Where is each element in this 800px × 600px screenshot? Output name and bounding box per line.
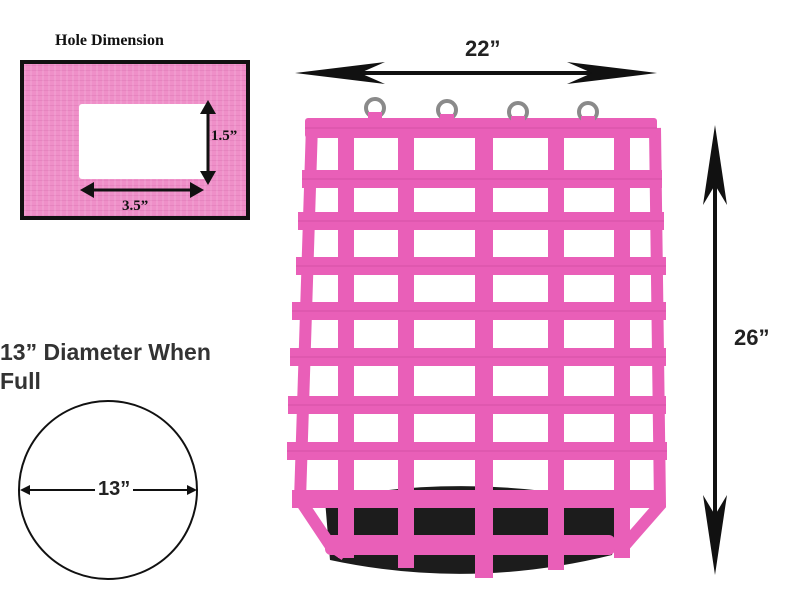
hanging-rings	[364, 97, 599, 123]
net-stitching	[287, 127, 667, 452]
hole-height-label: 1.5”	[211, 128, 238, 144]
hole-dimension-photo: 1.5” 3.5”	[20, 60, 250, 220]
diameter-when-full-title: 13” Diameter When Full	[0, 339, 211, 394]
width-arrow	[295, 62, 657, 84]
hole-dimension-title: Hole Dimension	[55, 32, 164, 49]
height-arrow	[703, 125, 727, 575]
ring-tabs	[368, 112, 595, 126]
hole-dimension-arrows	[80, 100, 216, 198]
net-height-label: 26”	[734, 325, 770, 350]
hole-opening	[79, 104, 209, 179]
diameter-label: 13”	[95, 478, 134, 501]
net-right-edge	[620, 127, 667, 549]
hole-width-label: 3.5”	[122, 198, 149, 214]
net-width-label: 22”	[465, 36, 501, 61]
